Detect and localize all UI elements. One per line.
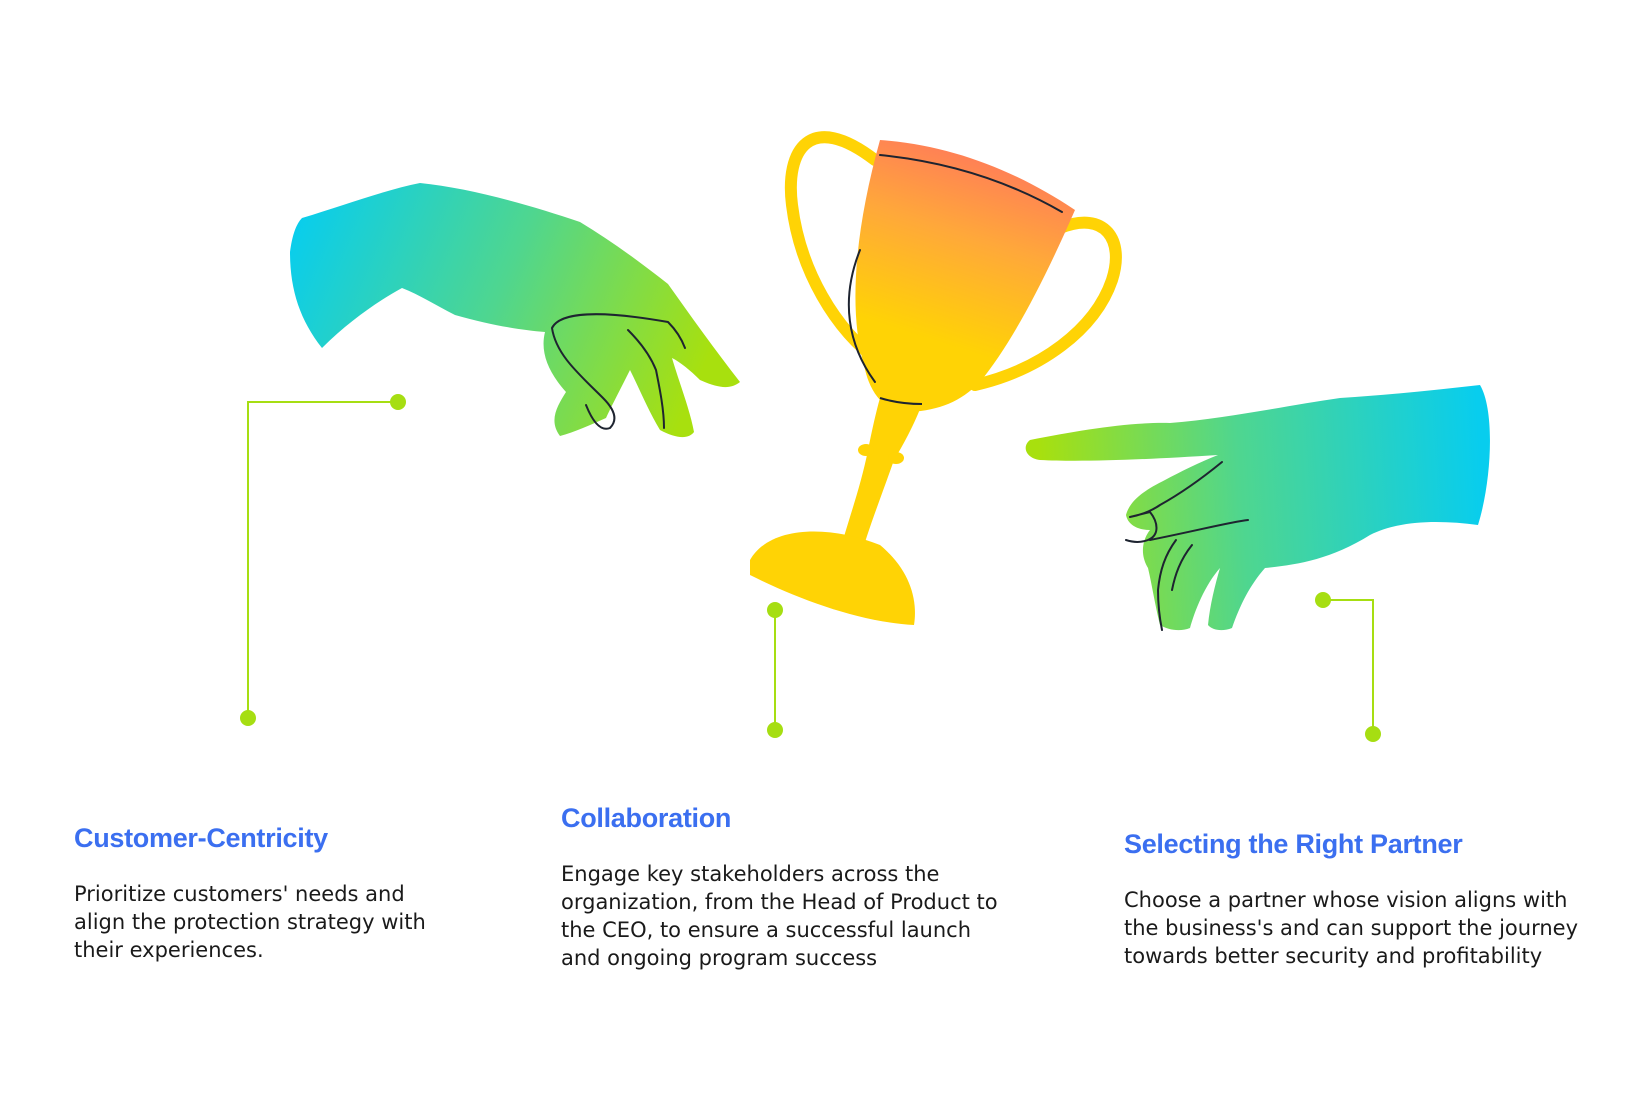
trophy-icon <box>750 131 1122 625</box>
connector-3-dot-bottom <box>1365 726 1381 742</box>
block-title: Selecting the Right Partner <box>1124 829 1463 859</box>
connector-1 <box>247 401 398 716</box>
pointing-hand-icon <box>1025 385 1490 631</box>
block-selecting-right-partner: Selecting the Right Partner Choose a par… <box>1124 828 1604 970</box>
connector-1-dot-top <box>390 394 406 410</box>
connector-1-dot-bottom <box>240 710 256 726</box>
block-text: Prioritize customers' needs and align th… <box>74 882 426 963</box>
block-title: Customer-Centricity <box>74 823 328 853</box>
connector-3 <box>1323 599 1374 732</box>
block-collaboration: Collaboration Engage key stakeholders ac… <box>561 802 1001 972</box>
block-text: Choose a partner whose vision aligns wit… <box>1124 888 1578 969</box>
connector-2-dot-bottom <box>767 722 783 738</box>
block-customer-centricity: Customer-Centricity Prioritize customers… <box>74 822 454 964</box>
connector-2-dot-top <box>767 602 783 618</box>
connector-3-dot-top <box>1315 592 1331 608</box>
block-title: Collaboration <box>561 803 732 833</box>
reaching-hand-icon <box>290 183 740 438</box>
block-text: Engage key stakeholders across the organ… <box>561 862 998 971</box>
